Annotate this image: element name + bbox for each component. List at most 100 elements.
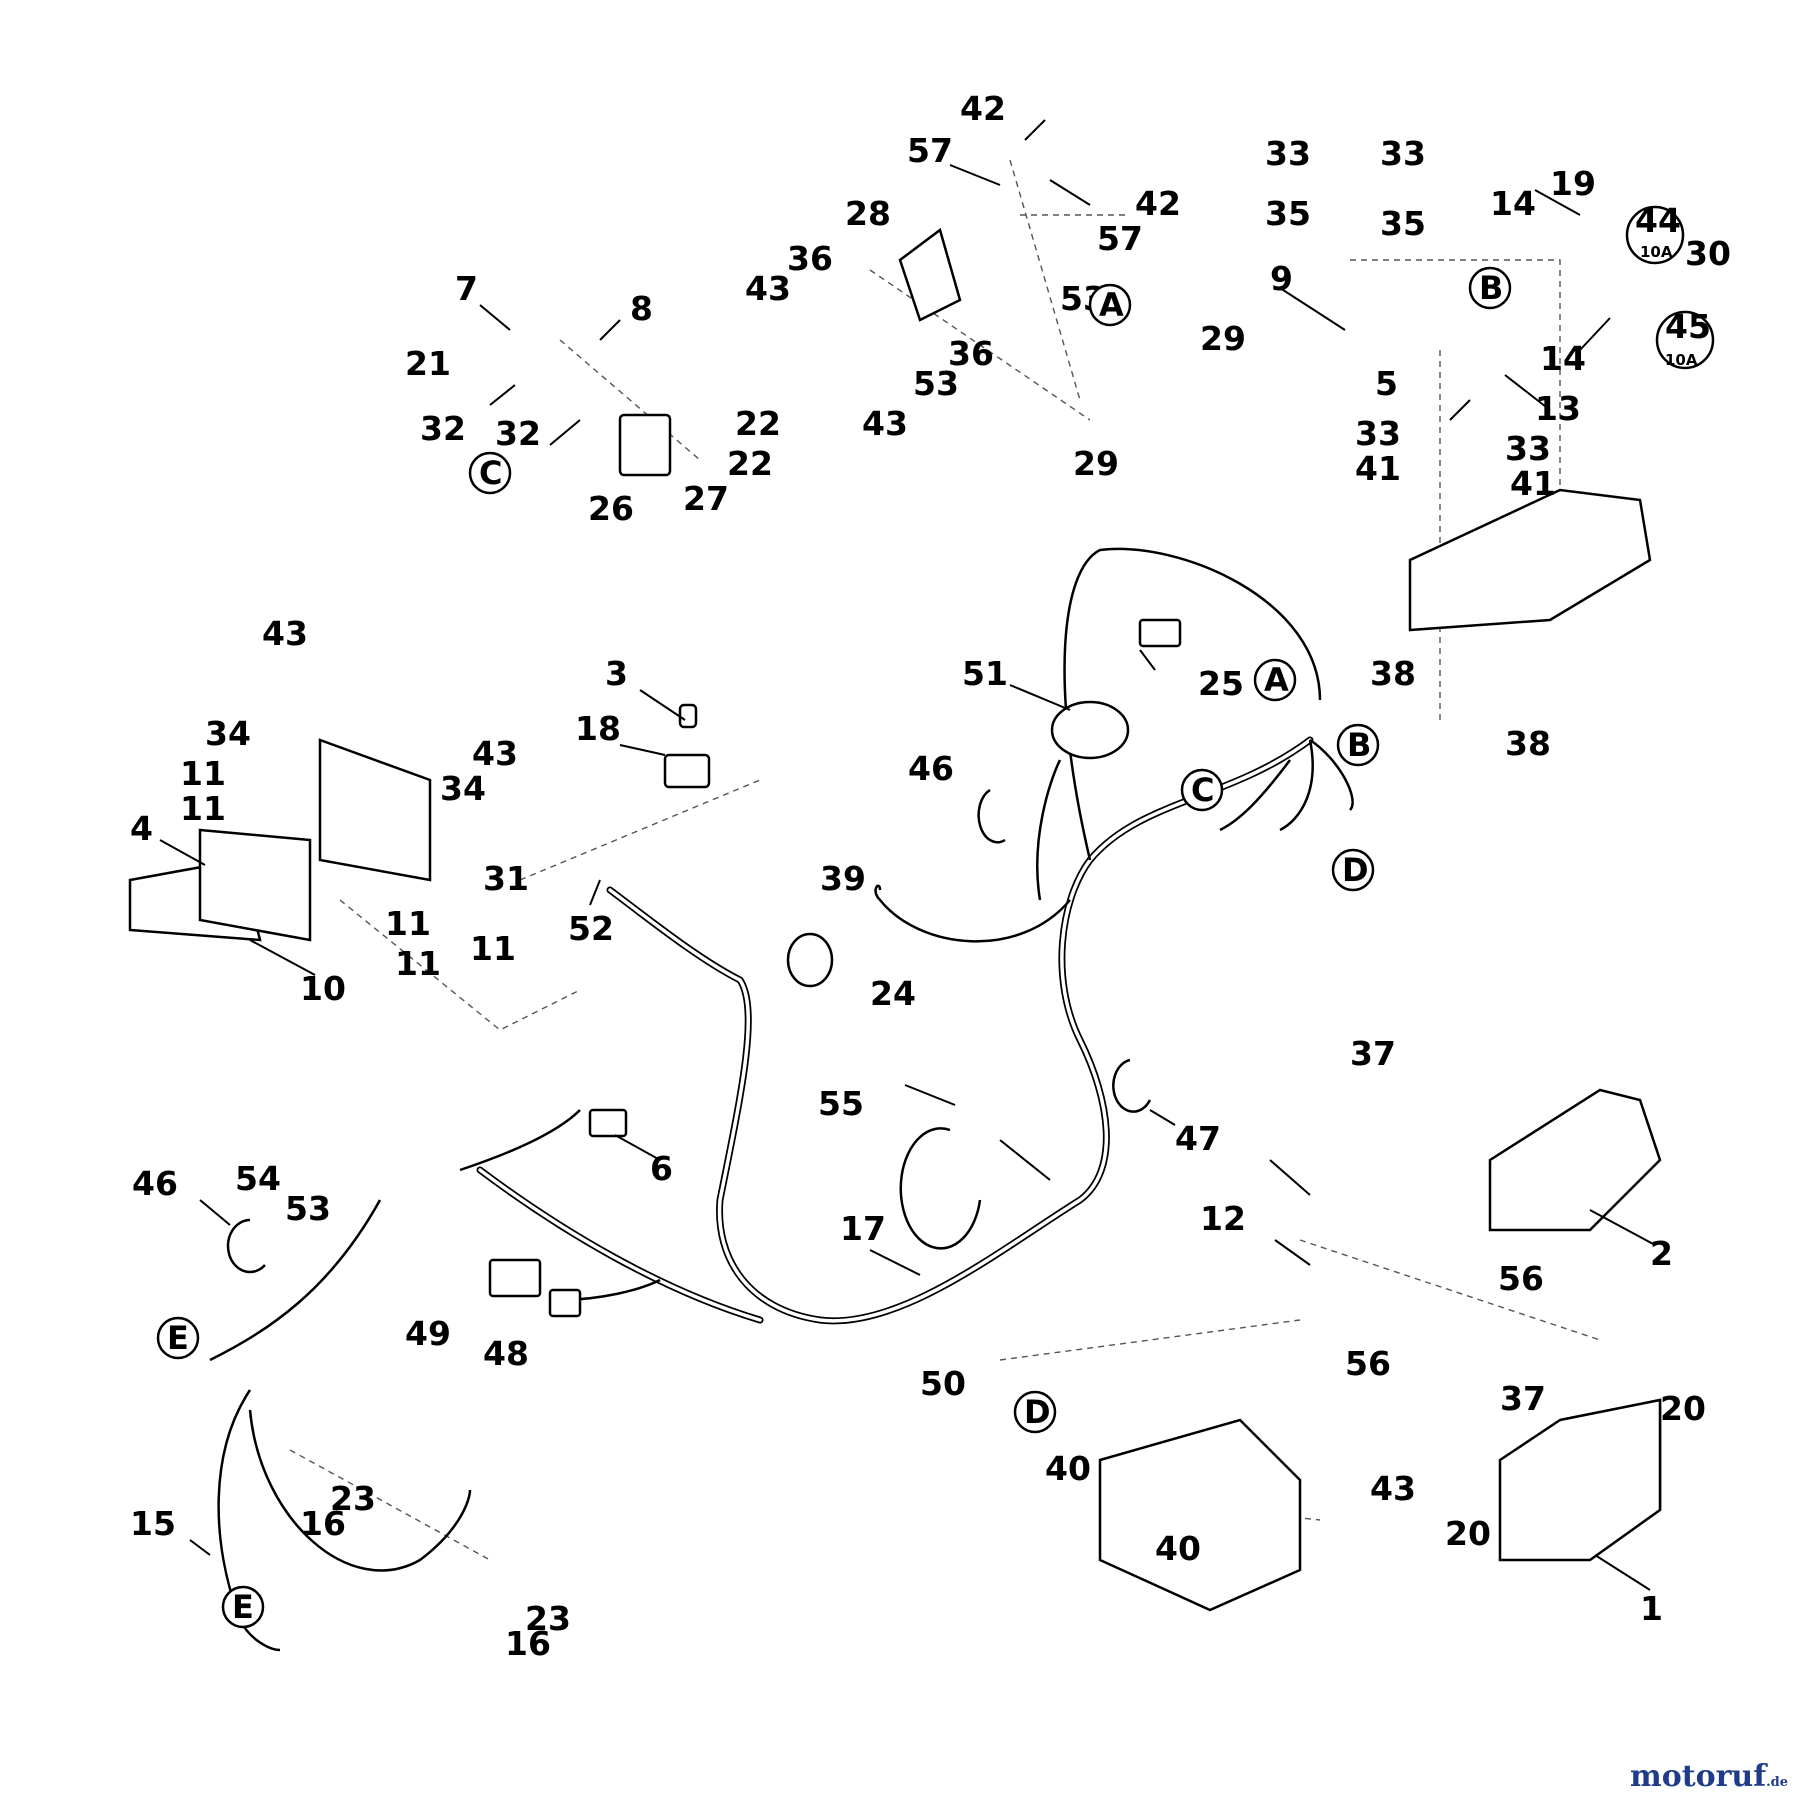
regulator	[618, 413, 672, 477]
part-label: 51	[962, 654, 1008, 693]
part-label: 45	[1665, 307, 1711, 346]
part-label: 11	[470, 929, 516, 968]
callout-label: B	[1479, 269, 1503, 307]
part-label: 53	[913, 364, 959, 403]
part-label: 16	[505, 1624, 551, 1663]
callout-label: E	[232, 1588, 254, 1626]
part-label: 6	[650, 1149, 673, 1188]
part-label: 44	[1635, 201, 1681, 240]
fuse-45: 45 10A	[1655, 307, 1715, 370]
part-label: 36	[948, 334, 994, 373]
part-label: 41	[1510, 464, 1556, 503]
part-label: 20	[1660, 1389, 1706, 1428]
part-label: 15	[130, 1504, 176, 1543]
part-label: 13	[1535, 389, 1581, 428]
part-label: 41	[1355, 449, 1401, 488]
part-label: 47	[1175, 1119, 1221, 1158]
part-label: 4	[130, 809, 153, 848]
callout-label: A	[1264, 661, 1289, 699]
part-label: 5	[1375, 364, 1398, 403]
part-label: 42	[1135, 184, 1181, 223]
seat-switch	[1050, 700, 1130, 760]
part-label: 57	[1097, 219, 1143, 258]
part-label: 11	[385, 904, 431, 943]
plug-connector-49	[488, 1258, 542, 1298]
part-label: 32	[420, 409, 466, 448]
part-label: 37	[1350, 1034, 1396, 1073]
part-label: 11	[180, 789, 226, 828]
plug-connector-48	[548, 1288, 582, 1318]
part-label: 33	[1380, 134, 1426, 173]
part-label: 8	[630, 289, 653, 328]
part-label: 3	[605, 654, 628, 693]
part-label: 37	[1500, 1379, 1546, 1418]
part-label: 43	[472, 734, 518, 773]
callout-label: C	[479, 454, 502, 492]
part-label: 16	[300, 1504, 346, 1543]
part-label: 9	[1270, 259, 1293, 298]
part-label: 48	[483, 1334, 529, 1373]
part-label: 2	[1650, 1234, 1673, 1273]
part-label: 29	[1200, 319, 1246, 358]
watermark-logo: motoruf.de	[1630, 1759, 1788, 1794]
part-label: 23	[330, 1479, 376, 1518]
part-label: 33	[1265, 134, 1311, 173]
part-label: 25	[1198, 664, 1244, 703]
part-label: 31	[483, 859, 529, 898]
connector-callouts: A A B B C C D D E E	[156, 266, 1512, 1629]
chassis-bracket	[1098, 1418, 1302, 1612]
part-label: 50	[920, 1364, 966, 1403]
part-label: 28	[845, 194, 891, 233]
part-label: 22	[727, 444, 773, 483]
leader-lines	[159, 119, 1656, 1591]
part-label: 40	[1155, 1529, 1201, 1568]
part-label: 57	[907, 131, 953, 170]
part-label: 26	[588, 489, 634, 528]
callout-label: E	[167, 1319, 189, 1357]
part-label: 35	[1265, 194, 1311, 233]
part-label: 39	[820, 859, 866, 898]
dashboard-panel	[128, 738, 432, 942]
ignition-switch	[663, 703, 711, 789]
callout-label: C	[1191, 771, 1214, 809]
fuse-rating: 10A	[1640, 243, 1673, 261]
part-label: 1	[1640, 1589, 1663, 1628]
part-labels: 1 2 3 4 5 6 7 8 9 10 11 11 11 11 11 12 1…	[130, 89, 1731, 1663]
battery	[1498, 1398, 1662, 1562]
part-label: 43	[1370, 1469, 1416, 1508]
watermark-brand: motoruf	[1629, 1759, 1767, 1794]
part-label: 14	[1490, 184, 1536, 223]
part-label: 43	[262, 614, 308, 653]
horn	[786, 932, 834, 988]
part-label: 19	[1550, 164, 1596, 203]
part-label: 36	[787, 239, 833, 278]
part-label: 34	[440, 769, 486, 808]
callout-label: D	[1024, 1393, 1051, 1431]
watermark-tld: .de	[1766, 1775, 1788, 1790]
cable-ties	[226, 788, 1152, 1274]
part-label: 43	[862, 404, 908, 443]
relay-box-cover	[1408, 488, 1652, 632]
part-label: 33	[1505, 429, 1551, 468]
callout-label: A	[1099, 286, 1124, 324]
part-label: 33	[1355, 414, 1401, 453]
part-label: 27	[683, 479, 729, 518]
part-label: 55	[818, 1084, 864, 1123]
part-label: 35	[1380, 204, 1426, 243]
plug-connector-6	[588, 1108, 628, 1138]
part-label: 18	[575, 709, 621, 748]
callout-label: D	[1342, 851, 1369, 889]
part-label: 10	[300, 969, 346, 1008]
part-label: 52	[568, 909, 614, 948]
part-label: 11	[395, 944, 441, 983]
part-label: 54	[235, 1159, 281, 1198]
battery-cover	[1488, 1088, 1662, 1232]
part-label: 49	[405, 1314, 451, 1353]
part-label: 46	[908, 749, 954, 788]
relay-bracket	[898, 227, 962, 322]
part-label: 7	[455, 269, 478, 308]
part-label: 20	[1445, 1514, 1491, 1553]
fuse-rating: 10A	[1665, 351, 1698, 369]
part-label: 21	[405, 344, 451, 383]
